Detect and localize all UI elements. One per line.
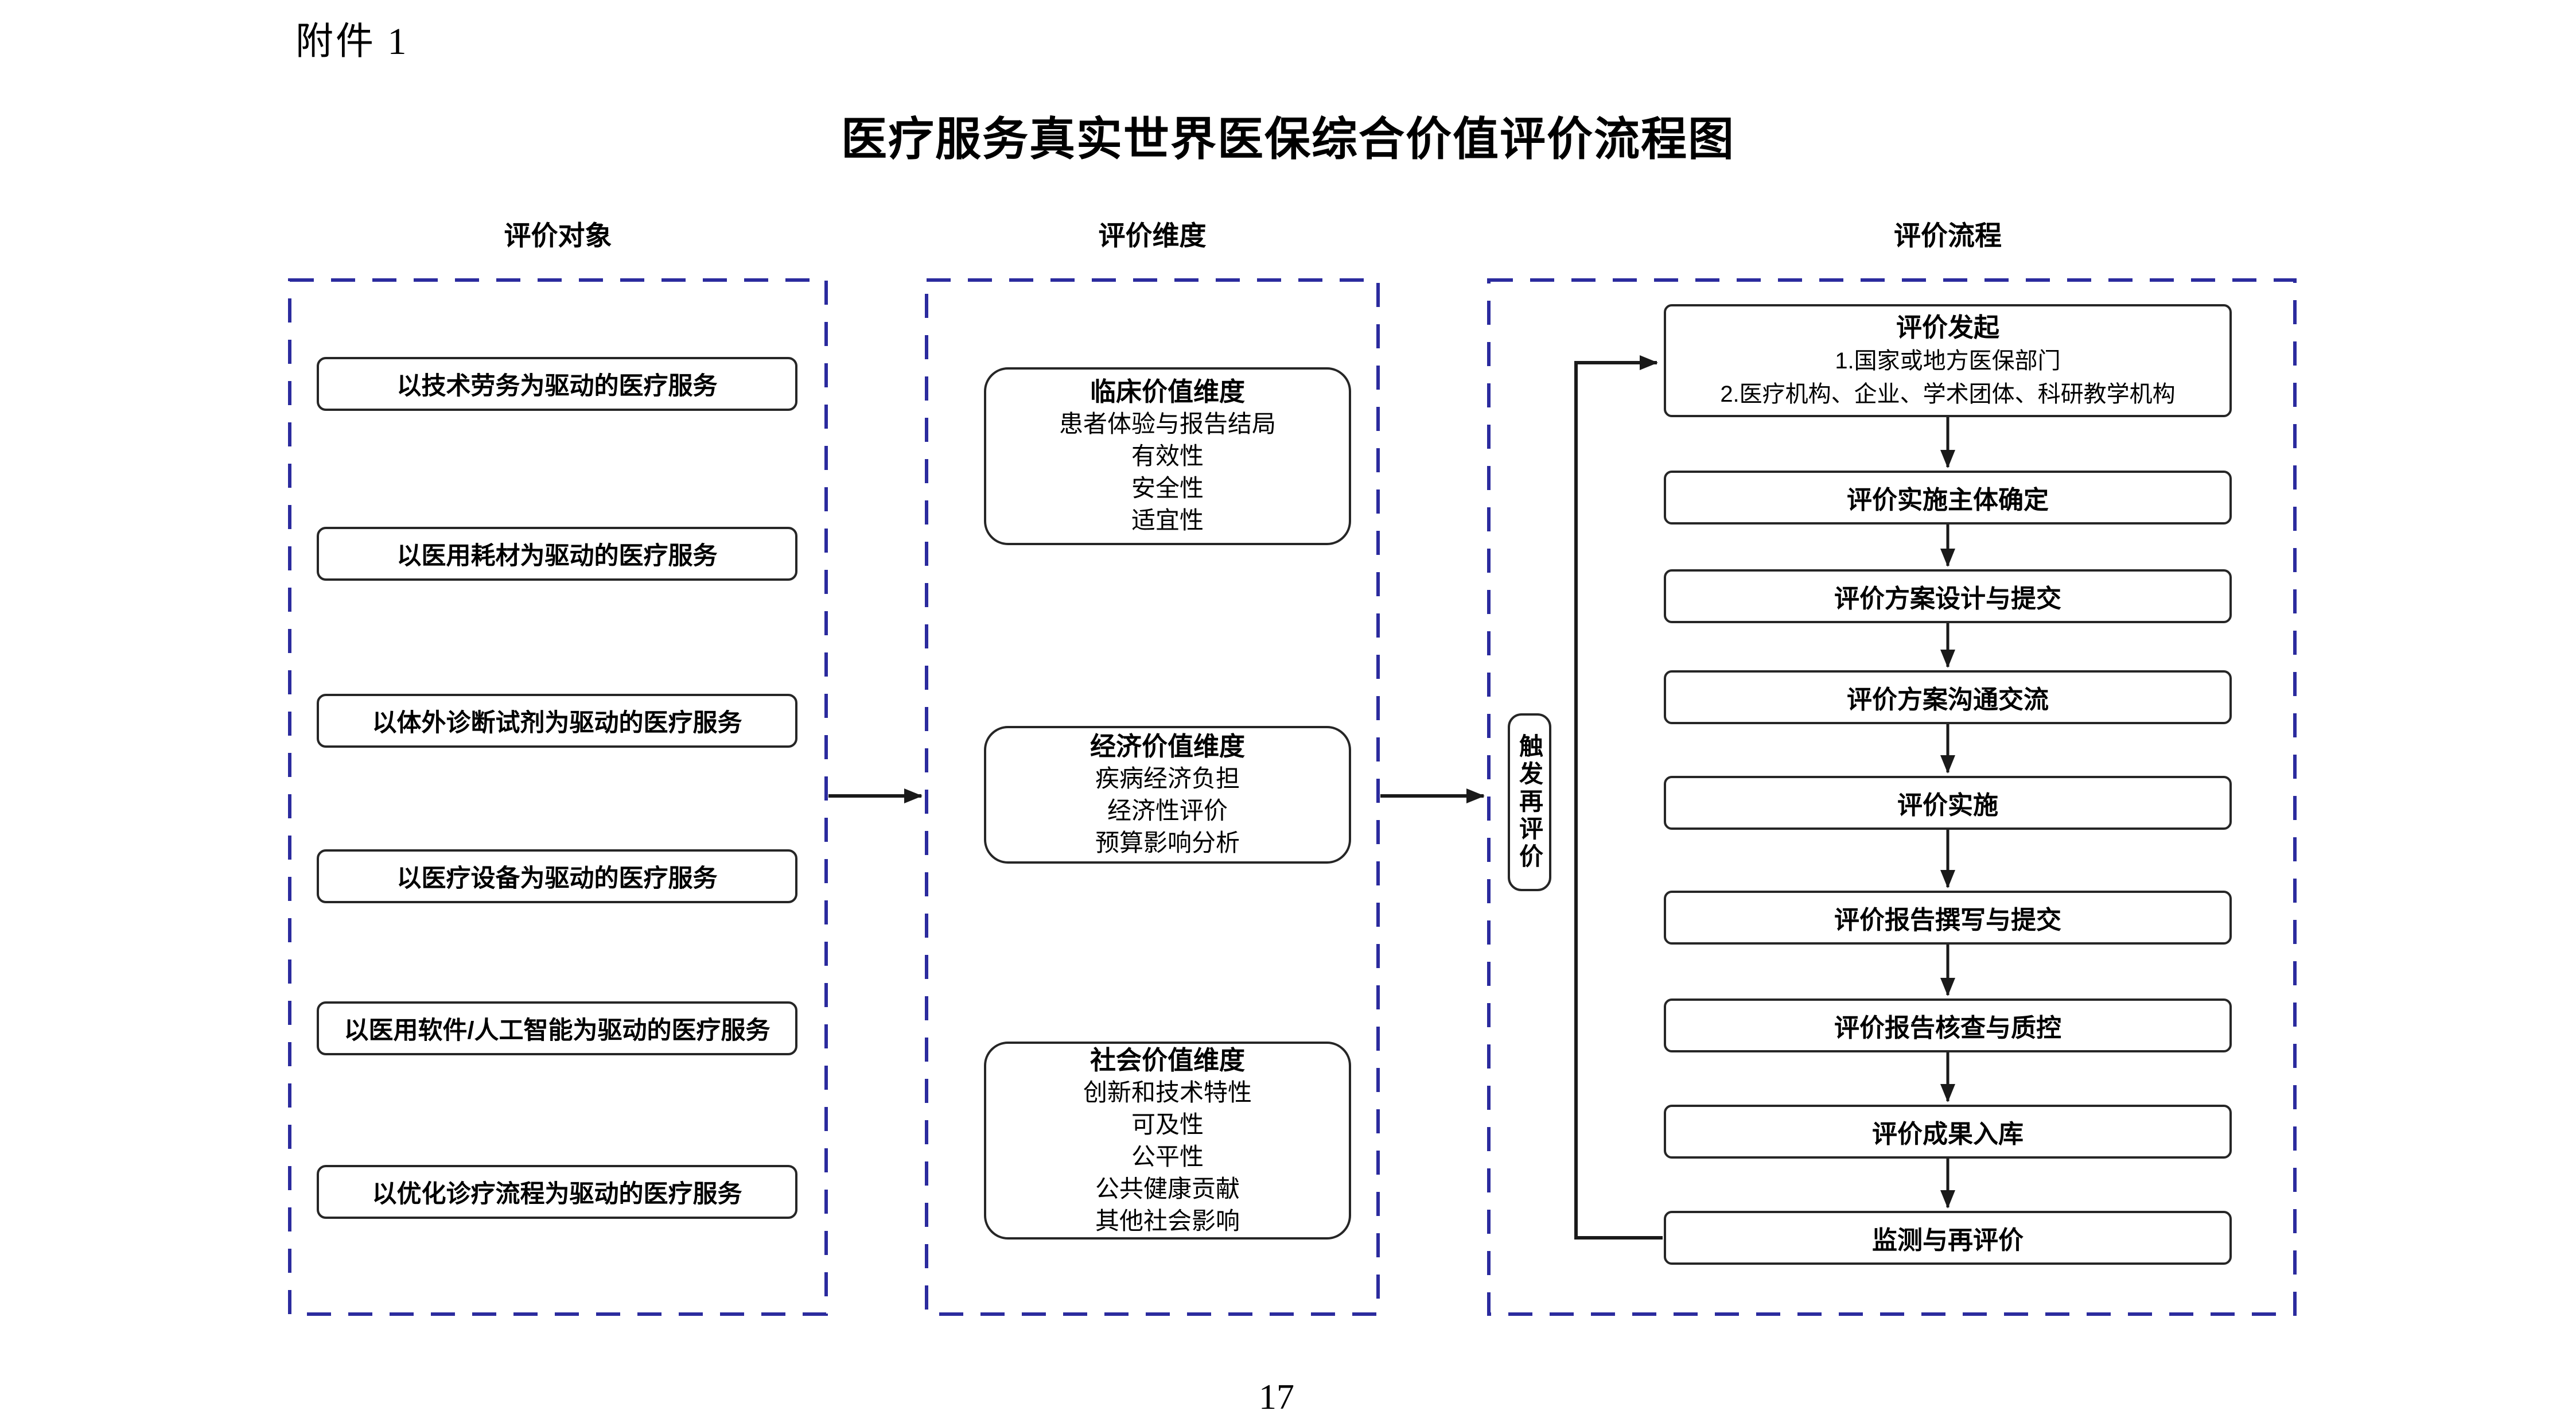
dimension-item: 可及性 [1131, 1110, 1204, 1138]
dimension-item: 创新和技术特性 [1083, 1078, 1252, 1106]
dimension-item: 公共健康贡献 [1095, 1175, 1240, 1202]
column-header-objects: 评价对象 [504, 220, 612, 251]
page-title: 医疗服务真实世界医保综合价值评价流程图 [841, 115, 1735, 165]
dimensions-panel-border [925, 278, 1380, 1316]
column-header-process: 评价流程 [1894, 220, 2002, 251]
process-step-implementation: 评价实施 [1664, 776, 2232, 830]
dimension-item: 预算影响分析 [1095, 829, 1240, 856]
dimension-box-clinical: 临床价值维度 患者体验与报告结局 有效性 安全性 适宜性 [984, 367, 1351, 545]
process-step-subject-determination: 评价实施主体确定 [1664, 471, 2232, 524]
dimension-box-economic: 经济价值维度 疾病经济负担 经济性评价 预算影响分析 [984, 726, 1351, 864]
object-box-technical-labor: 以技术劳务为驱动的医疗服务 [317, 357, 797, 411]
object-box-medical-consumables: 以医用耗材为驱动的医疗服务 [317, 527, 797, 581]
dimension-title: 临床价值维度 [1089, 377, 1245, 406]
process-step-title: 评价发起 [1896, 312, 1999, 342]
feedback-loop-line [1574, 355, 1663, 1240]
process-step-report-check-qc: 评价报告核查与质控 [1664, 998, 2232, 1052]
trigger-reevaluation-label-box: 触发再评价 [1508, 713, 1551, 891]
process-step-report-writing-submission: 评价报告撰写与提交 [1664, 891, 2232, 945]
process-step-plan-communication: 评价方案沟通交流 [1664, 670, 2232, 724]
dimension-item: 适宜性 [1131, 507, 1204, 534]
process-panel-border [1487, 278, 2297, 1316]
process-step-plan-design-submission: 评价方案设计与提交 [1664, 569, 2232, 623]
process-step-initiation: 评价发起 1.国家或地方医保部门 2.医疗机构、企业、学术团体、科研教学机构 [1664, 304, 2232, 417]
objects-panel-border [288, 278, 828, 1316]
process-step-results-archiving: 评价成果入库 [1664, 1105, 2232, 1159]
dimension-title: 社会价值维度 [1089, 1045, 1245, 1075]
object-box-optimized-process: 以优化诊疗流程为驱动的医疗服务 [317, 1165, 797, 1219]
object-box-software-ai: 以医用软件/人工智能为驱动的医疗服务 [317, 1001, 797, 1055]
object-box-ivd-reagents: 以体外诊断试剂为驱动的医疗服务 [317, 694, 797, 748]
page-number: 17 [1259, 1378, 1294, 1417]
dimension-title: 经济价值维度 [1089, 732, 1245, 761]
process-step-monitoring-reevaluation: 监测与再评价 [1664, 1211, 2232, 1265]
process-step-detail: 2.医疗机构、企业、学术团体、科研教学机构 [1720, 381, 2176, 407]
dimension-item: 安全性 [1131, 475, 1204, 502]
dimension-box-social: 社会价值维度 创新和技术特性 可及性 公平性 公共健康贡献 其他社会影响 [984, 1042, 1351, 1240]
object-box-medical-equipment: 以医疗设备为驱动的医疗服务 [317, 849, 797, 903]
column-header-dimensions: 评价维度 [1098, 220, 1207, 251]
process-step-detail: 1.国家或地方医保部门 [1835, 348, 2061, 374]
dimension-item: 其他社会影响 [1095, 1207, 1240, 1234]
dimension-item: 有效性 [1131, 442, 1204, 469]
dimension-item: 公平性 [1131, 1143, 1204, 1170]
dimension-item: 疾病经济负担 [1095, 765, 1240, 792]
dimension-item: 经济性评价 [1107, 797, 1228, 824]
dimension-item: 患者体验与报告结局 [1059, 410, 1276, 437]
attachment-label: 附件 1 [295, 21, 409, 63]
